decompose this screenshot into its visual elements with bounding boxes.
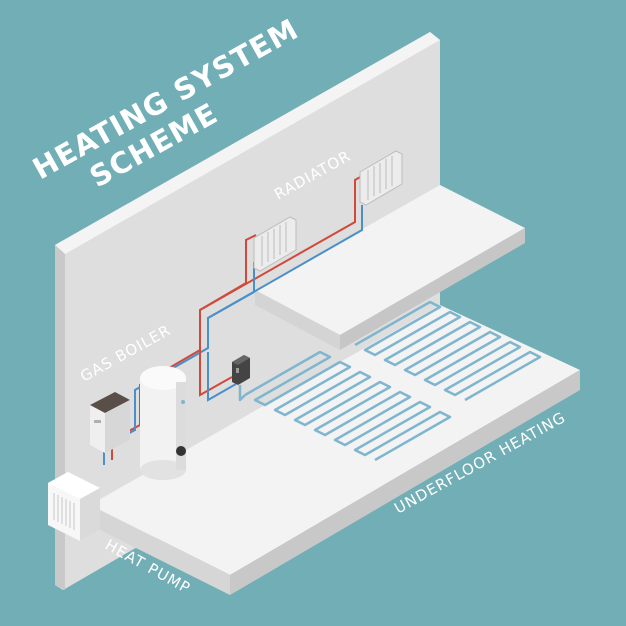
cylinder-gauge-icon: [176, 446, 186, 456]
underfloor-feed-line: [238, 385, 246, 402]
fan-grille-icon: [53, 493, 75, 530]
cold-pipe-upper: [207, 205, 363, 319]
upper-slab: [255, 185, 525, 350]
radiator-2: [359, 150, 403, 206]
underfloor-loop-right: [354, 300, 542, 402]
hot-pipe-upper: [199, 175, 363, 311]
radiator-1: [253, 216, 297, 272]
underfloor-loop-left: [244, 350, 452, 462]
underfloor-heating-loops: [238, 300, 542, 462]
water-heater-cylinder: [140, 366, 186, 480]
manifold-feed: [199, 350, 233, 397]
heat-pump: [48, 472, 100, 541]
gas-boiler: [90, 392, 130, 453]
manifold-return: [207, 352, 237, 402]
manifold-box: [232, 355, 250, 385]
